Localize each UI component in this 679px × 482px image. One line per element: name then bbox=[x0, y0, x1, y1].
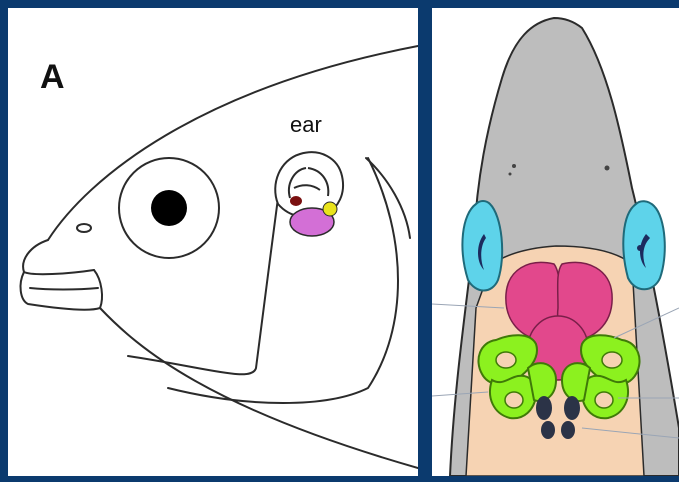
panel-b bbox=[432, 8, 679, 476]
fish-head-dorsal-drawing bbox=[432, 8, 679, 476]
ear-label: ear bbox=[290, 112, 322, 137]
right-eye bbox=[623, 201, 664, 289]
panel-a: A ear bbox=[8, 8, 418, 476]
fish-head-lateral-drawing: A ear bbox=[8, 8, 418, 476]
throat-profile bbox=[100, 308, 418, 468]
red-otolith bbox=[290, 196, 302, 206]
dorsal-profile bbox=[48, 46, 418, 240]
mouth-line bbox=[30, 288, 98, 290]
upper-lip bbox=[23, 240, 94, 274]
panel-letter-a: A bbox=[40, 58, 65, 96]
preopercle-line bbox=[128, 198, 278, 374]
eye-pupil bbox=[151, 190, 187, 226]
left-eye bbox=[462, 201, 502, 291]
lagena-dot bbox=[323, 202, 337, 216]
inner-ear bbox=[275, 152, 343, 236]
nostril bbox=[77, 224, 91, 232]
